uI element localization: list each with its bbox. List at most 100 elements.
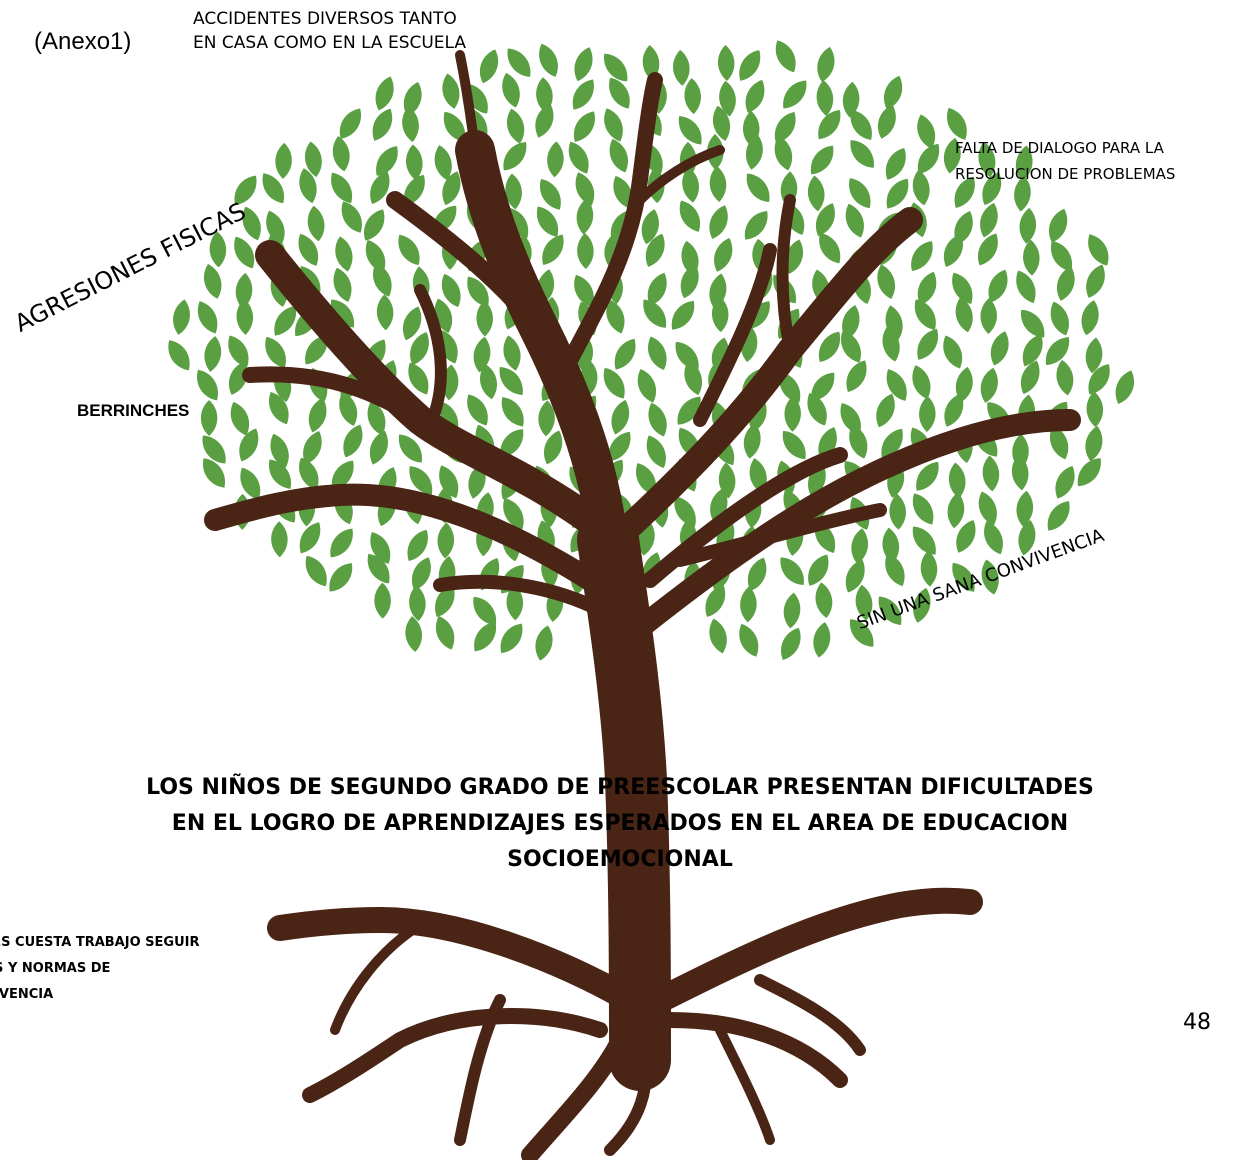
leaf bbox=[409, 585, 426, 622]
leaf bbox=[236, 298, 254, 335]
leaf bbox=[372, 108, 393, 141]
label-berrinches: BERRINCHES bbox=[77, 401, 190, 420]
leaf bbox=[948, 462, 966, 499]
leaf bbox=[982, 455, 1000, 492]
leaf bbox=[572, 79, 594, 110]
leaf bbox=[646, 435, 666, 469]
leaf bbox=[1088, 364, 1110, 395]
root-left-3 bbox=[454, 994, 506, 1146]
leaf bbox=[506, 584, 524, 621]
leaf bbox=[1085, 337, 1103, 374]
leaf bbox=[744, 211, 768, 240]
leaf bbox=[501, 397, 524, 427]
leaf bbox=[1023, 239, 1040, 276]
leaf bbox=[955, 297, 973, 333]
leaf bbox=[815, 582, 833, 619]
leaf bbox=[784, 395, 801, 432]
leaf bbox=[774, 135, 793, 171]
leaf bbox=[603, 367, 625, 399]
leaf bbox=[1086, 391, 1104, 428]
leaf bbox=[1049, 208, 1068, 243]
central-problem: LOS NIÑOS DE SEGUNDO GRADO DE PREESCOLAR… bbox=[80, 770, 1160, 878]
leaf bbox=[775, 40, 796, 73]
root-left-2 bbox=[302, 1008, 608, 1103]
branch-right-main bbox=[602, 207, 923, 553]
leaf bbox=[913, 587, 931, 623]
branch-left-mid bbox=[414, 284, 447, 431]
leaf bbox=[1016, 270, 1036, 304]
branch-top-left2 bbox=[455, 50, 480, 155]
leaf bbox=[943, 234, 963, 267]
leaf bbox=[536, 77, 553, 114]
leaf bbox=[503, 335, 521, 371]
leaf bbox=[197, 369, 218, 401]
leaf bbox=[845, 559, 865, 593]
leaf bbox=[441, 273, 461, 308]
leaf bbox=[980, 202, 998, 238]
leaf bbox=[234, 236, 255, 269]
leaf bbox=[673, 49, 690, 86]
leaf bbox=[677, 396, 701, 425]
root-right-4 bbox=[715, 1025, 775, 1145]
leaf bbox=[364, 209, 385, 241]
leaf bbox=[406, 144, 423, 181]
leaf bbox=[402, 306, 422, 341]
branch-left-low bbox=[204, 483, 601, 591]
branch-right-upper bbox=[693, 243, 777, 427]
leaf bbox=[818, 109, 841, 140]
leaf bbox=[648, 336, 667, 370]
leaf bbox=[643, 299, 667, 328]
leaf bbox=[373, 263, 392, 297]
central-problem-line1: LOS NIÑOS DE SEGUNDO GRADO DE PREESCOLAR… bbox=[146, 775, 1094, 800]
leaf bbox=[434, 145, 452, 181]
leaf bbox=[978, 141, 996, 178]
leaf bbox=[943, 335, 963, 369]
leaf bbox=[1014, 175, 1031, 212]
leaf bbox=[878, 104, 896, 139]
leaf bbox=[1055, 465, 1075, 499]
leaf bbox=[202, 435, 226, 464]
leaf bbox=[271, 521, 288, 558]
leaf bbox=[538, 400, 555, 437]
leaf bbox=[781, 627, 801, 661]
leaf bbox=[270, 433, 289, 468]
leaf bbox=[886, 178, 909, 209]
leaf bbox=[846, 360, 867, 393]
leaf bbox=[398, 234, 420, 266]
leaf bbox=[540, 179, 561, 210]
leaf bbox=[275, 142, 292, 179]
leaf bbox=[505, 173, 522, 210]
leaf bbox=[474, 621, 497, 652]
label-normas-line3: VIVENCIA bbox=[0, 987, 54, 1002]
leaf bbox=[604, 53, 628, 82]
leaf bbox=[547, 141, 564, 178]
leaf bbox=[947, 107, 967, 140]
leaf bbox=[604, 108, 623, 142]
leaf bbox=[1050, 301, 1069, 336]
leaf bbox=[343, 424, 363, 458]
leaf bbox=[1018, 520, 1036, 556]
leaf bbox=[818, 331, 841, 362]
leaf bbox=[173, 299, 190, 335]
leaf bbox=[409, 466, 433, 495]
leaf bbox=[398, 434, 422, 463]
leaf bbox=[365, 240, 386, 273]
branch-top-center2 bbox=[635, 145, 725, 205]
leaf bbox=[473, 596, 497, 626]
branch-right-bottom bbox=[673, 503, 887, 567]
leaf bbox=[240, 467, 261, 500]
leaf bbox=[817, 46, 835, 82]
leaf bbox=[1047, 501, 1070, 531]
leaf bbox=[331, 172, 353, 204]
leaf bbox=[330, 299, 355, 328]
leaf bbox=[785, 239, 803, 274]
leaf bbox=[307, 205, 325, 242]
leaf bbox=[202, 458, 226, 488]
leaf bbox=[507, 207, 529, 239]
leaf bbox=[370, 531, 391, 564]
root-center-2 bbox=[604, 1044, 653, 1156]
leaf bbox=[850, 140, 874, 168]
leaf bbox=[912, 365, 931, 400]
leaf bbox=[1115, 370, 1135, 404]
